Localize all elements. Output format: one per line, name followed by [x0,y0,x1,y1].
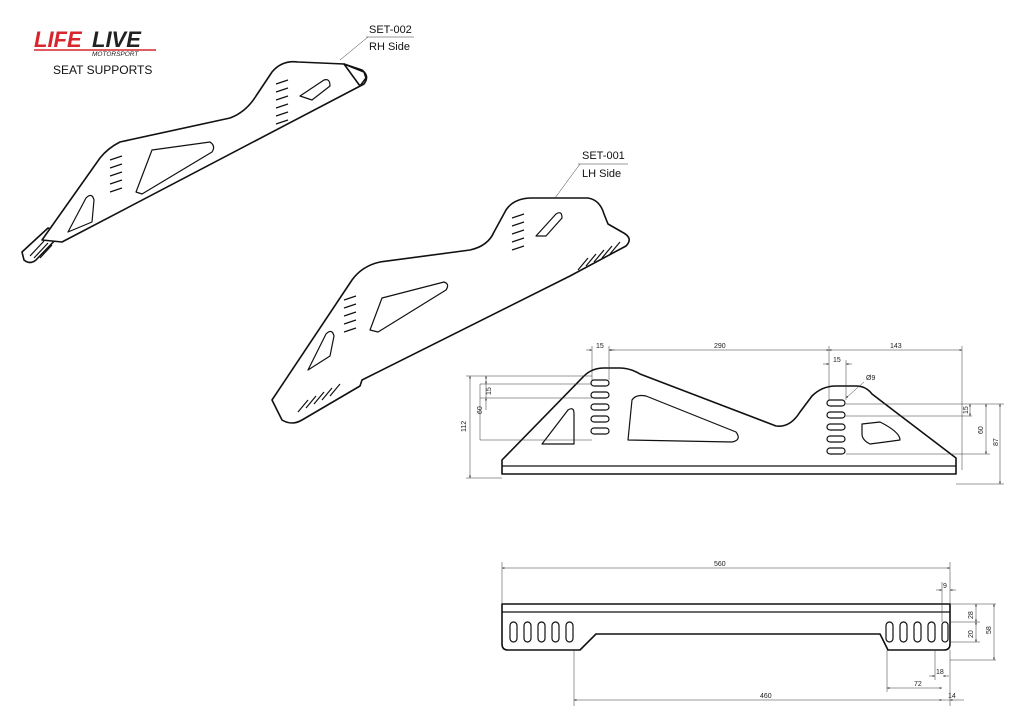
logo-text-right: LIVE [92,27,142,52]
dim-right-slot-span: 60 [978,426,985,434]
logo-text-left: LIFE [34,27,83,52]
part-code-lh: SET-001 [582,150,625,162]
dim-slot-width: 15 [596,343,604,350]
dim-overall-height: 112 [461,421,468,432]
dim-hole-dia: Ø9 [866,375,875,382]
dim-flange-width: 28 [968,611,975,619]
part-side-rh: RH Side [369,41,410,53]
logo-subtext: MOTORSPORT [92,51,139,58]
dim-right-slot-width: 15 [833,357,841,364]
dim-right-slot-pitch: 15 [963,406,970,414]
brand-logo: LIFE LIVE MOTORSPORT [34,27,156,58]
part-lh-isometric [271,197,630,424]
top-view: 560 9 28 20 58 18 72 460 14 [501,561,996,706]
callout-set-001: SET-001 LH Side [554,150,628,199]
dim-left-slot-span: 60 [477,406,484,414]
dim-end-offset: 9 [943,583,947,590]
callout-set-002: SET-002 RH Side [339,24,414,61]
part-side-lh: LH Side [582,168,621,180]
dim-overall-length: 560 [714,561,726,568]
side-view: 15 290 143 15 Ø9 15 60 112 [461,343,1004,485]
dim-middle-span: 290 [714,343,726,350]
dim-slot-group: 72 [914,681,922,688]
dim-slot-length: 20 [968,630,975,638]
dim-right-height: 87 [993,438,1000,446]
dim-slot-gap: 18 [936,669,944,676]
sheet-title: SEAT SUPPORTS [53,63,152,77]
dim-slot-centers: 460 [760,693,772,700]
dim-left-slot-pitch: 15 [486,387,493,395]
dim-end-margin: 14 [948,693,956,700]
dim-overall-width: 58 [986,626,993,634]
dim-right-span: 143 [890,343,902,350]
part-code-rh: SET-002 [369,24,412,36]
part-rh-isometric [21,60,368,264]
